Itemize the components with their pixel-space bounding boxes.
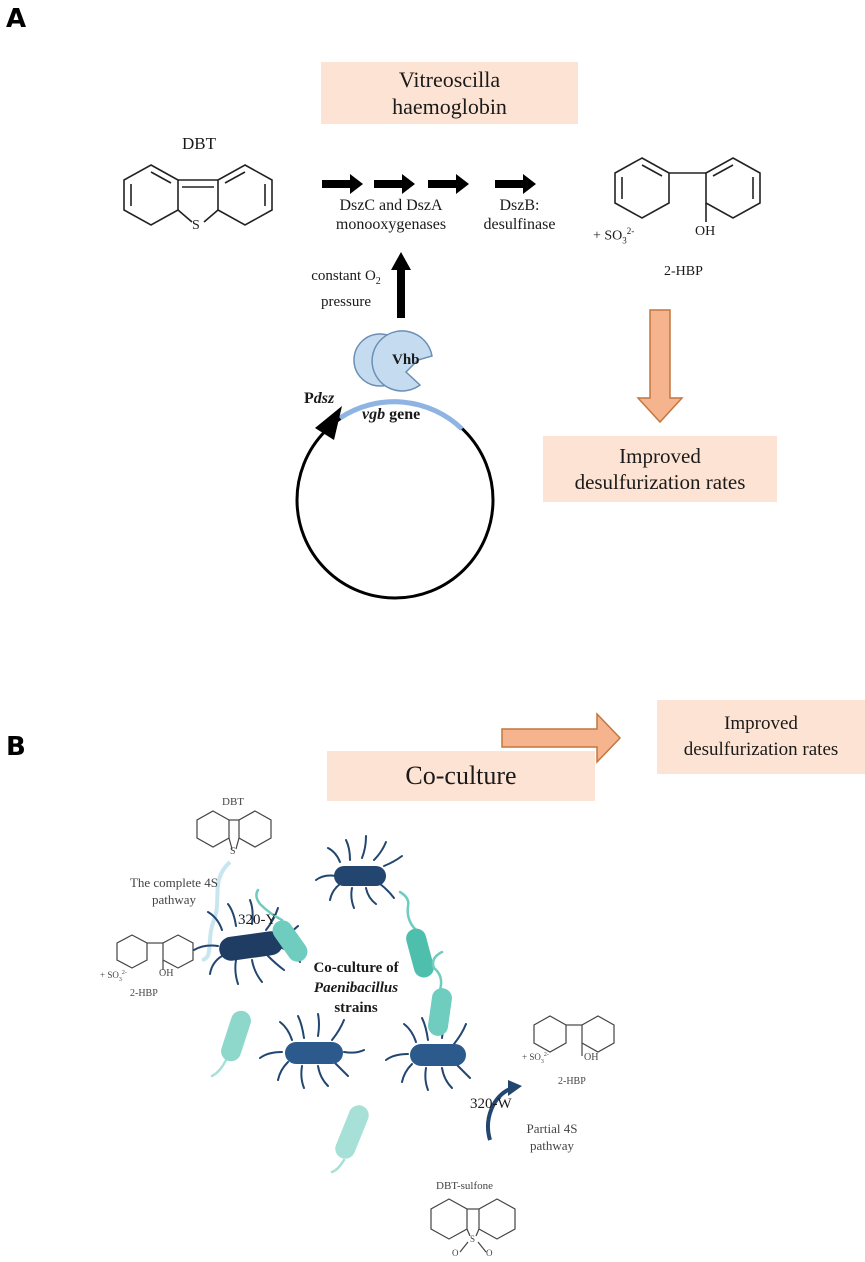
sulfone-o2: O xyxy=(486,1248,493,1258)
vgb-gene-arc xyxy=(338,399,464,431)
result-b-line1: Improved xyxy=(724,713,798,734)
hbp-molecule-b-right xyxy=(533,1015,615,1056)
partial-line2: pathway xyxy=(529,1138,575,1153)
vhb-protein xyxy=(353,330,433,392)
promoter-label: Pdsz xyxy=(304,390,334,408)
center-line3: strains xyxy=(334,1000,378,1016)
panel-a-graphics xyxy=(123,157,761,600)
o2-arrow xyxy=(391,252,411,318)
strain-y-label: 320-Y xyxy=(238,912,277,928)
partial-pathway-arrowhead xyxy=(508,1080,522,1096)
sulfone-s: S xyxy=(470,1234,476,1244)
promoter-dsz: dsz xyxy=(313,390,335,407)
coculture-center-label: Co-culture of Paenibacillus strains xyxy=(296,958,416,1018)
dbt-molecule-b xyxy=(196,810,272,850)
sulfite-label-b-left: + SO32- xyxy=(100,970,127,983)
dbt-sulfur-b: S xyxy=(230,846,236,857)
coculture-title-box: Co-culture xyxy=(327,751,595,801)
dbt-sulfur-a: S xyxy=(192,218,200,233)
hbp-molecule-a xyxy=(614,157,761,222)
strain-w-label: 320-W xyxy=(470,1096,512,1112)
sulfite-label-b-right: + SO32- xyxy=(522,1052,549,1065)
result-arrow-a xyxy=(636,309,684,424)
teal-rod-5 xyxy=(330,1105,369,1174)
complete-pathway-label: The complete 4S pathway xyxy=(124,874,224,908)
gene-italic: vgb xyxy=(362,406,386,423)
oh-label-b-right: OH xyxy=(584,1052,599,1063)
dbt-molecule xyxy=(123,164,273,226)
vhb-title-box: Vitreoscilla haemoglobin xyxy=(321,62,578,124)
promoter-arrow-icon xyxy=(315,406,342,440)
hbp-label-b-left: 2-HBP xyxy=(130,988,158,999)
panel-a-letter: A xyxy=(6,4,27,34)
o2-line1: constant O2 xyxy=(311,268,381,287)
partial-line1: Partial 4S xyxy=(526,1121,578,1136)
sulfone-o1: O xyxy=(452,1248,459,1258)
step2-line1: DszB: xyxy=(499,197,540,214)
hbp-label-b-right: 2-HBP xyxy=(558,1076,586,1087)
promoter-p: P xyxy=(304,390,314,407)
dark-rod-3 xyxy=(259,1013,365,1089)
step1-line1: DszC and DszA xyxy=(339,197,443,214)
result-b-line2: desulfurization rates xyxy=(683,739,839,760)
oh-label-a: OH xyxy=(695,224,716,239)
dbt-label-a: DBT xyxy=(182,134,216,153)
vhb-title-line2: haemoglobin xyxy=(392,94,507,119)
result-a-line2: desulfurization rates xyxy=(574,470,746,494)
teal-bacteria xyxy=(210,888,452,1174)
vhb-label: Vhb xyxy=(392,352,420,368)
center-line2: Paenibacillus xyxy=(313,980,399,996)
dbt-sulfone-molecule xyxy=(430,1198,516,1253)
sulfite-sub: 3 xyxy=(622,235,627,246)
teal-rod-4 xyxy=(210,1010,251,1078)
sulfite-label-a: + SO32- xyxy=(593,226,634,245)
hbp-label-a: 2-HBP xyxy=(664,264,703,279)
result-box-b: Improved desulfurization rates xyxy=(657,700,865,774)
reaction-arrows xyxy=(322,174,536,194)
step2-line2: desulfinase xyxy=(483,216,556,233)
sulfone-label: DBT-sulfone xyxy=(436,1180,494,1192)
step1-label: DszC and DszA monooxygenases xyxy=(316,196,466,234)
dark-rod-4 xyxy=(385,1015,471,1091)
panel-b-letter: B xyxy=(6,732,26,762)
sulfite-sup: 2- xyxy=(626,226,635,236)
sulfite-plus: + SO xyxy=(593,228,623,244)
o2-sub: 2 xyxy=(375,276,381,287)
result-a-line1: Improved xyxy=(619,444,701,468)
result-box-a: Improved desulfurization rates xyxy=(543,436,777,502)
vhb-title-line1: Vitreoscilla xyxy=(398,67,501,92)
gene-label: vgb gene xyxy=(362,406,420,424)
complete-pathway-line2: pathway xyxy=(151,892,197,907)
o2-line2: pressure xyxy=(321,294,371,310)
step1-line2: monooxygenases xyxy=(335,216,447,233)
step2-label: DszB: desulfinase xyxy=(472,196,567,234)
hbp-molecule-b-left xyxy=(116,934,194,970)
complete-pathway-line1: The complete 4S xyxy=(129,875,219,890)
dbt-label-b: DBT xyxy=(222,796,244,808)
gene-rest: gene xyxy=(385,406,421,423)
teal-rod-3 xyxy=(428,950,452,1036)
dark-rod-1 xyxy=(315,835,403,909)
partial-pathway-label: Partial 4S pathway xyxy=(512,1120,592,1154)
o2-label: constant O2 pressure xyxy=(296,266,396,312)
oh-label-b-left: OH xyxy=(159,968,174,979)
center-line1: Co-culture of xyxy=(313,960,399,976)
